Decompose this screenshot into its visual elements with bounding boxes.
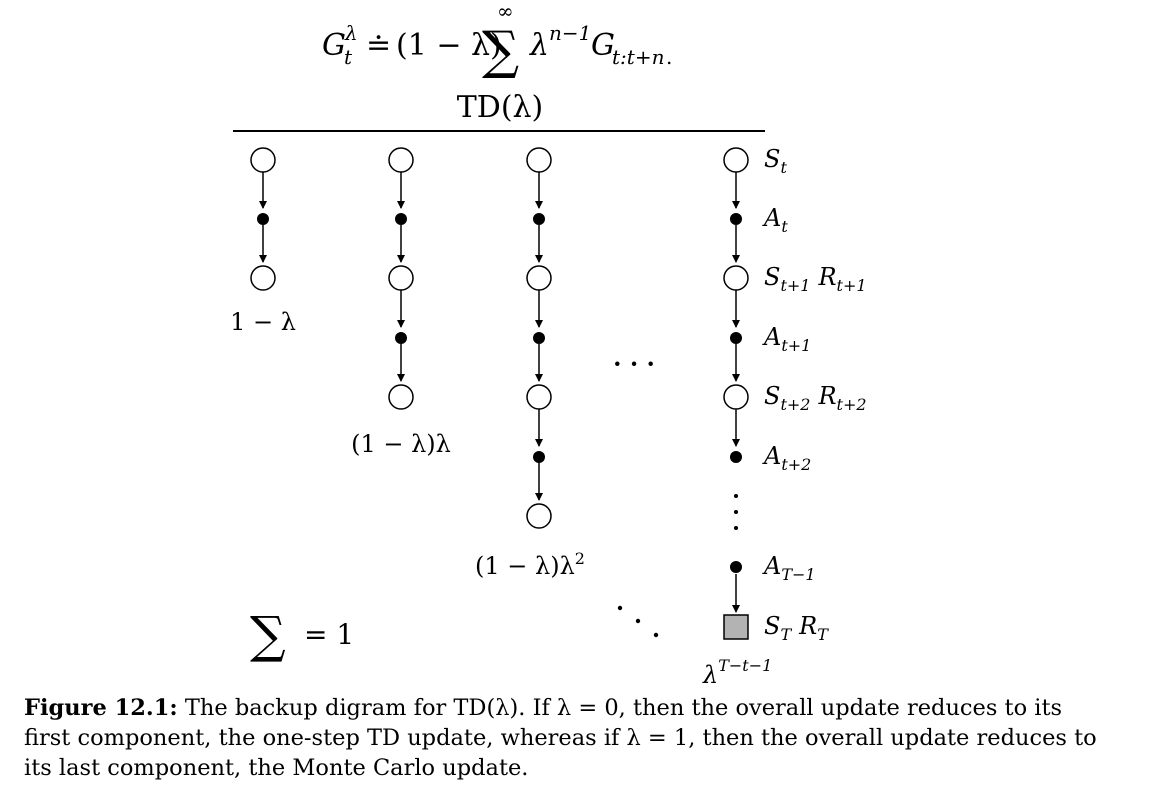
weight-1: 1 − λ bbox=[230, 308, 296, 336]
state-node bbox=[250, 265, 276, 291]
eq-sum-upper: ∞ bbox=[497, 0, 514, 23]
vertical-ellipsis-dot bbox=[734, 526, 738, 530]
terminal-state-node bbox=[723, 614, 749, 640]
diagram-heading: TD(λ) bbox=[457, 90, 543, 125]
eq-lhs-superscript: λ bbox=[344, 21, 358, 45]
figure-caption: Figure 12.1: The backup digram for TD(λ)… bbox=[24, 693, 1124, 783]
sum-equals-one: = 1 bbox=[304, 618, 354, 651]
vertical-ellipsis-dot bbox=[734, 494, 738, 498]
svg-text:St+2Rt+2: St+2Rt+2 bbox=[764, 382, 867, 414]
backup-column-monte-carlo bbox=[723, 147, 749, 640]
lambda-return-equation: G λ t ≐ (1 − λ) ∞ ∑ λ n−1 G t:t+n . bbox=[322, 0, 672, 81]
action-node bbox=[533, 451, 545, 463]
svg-text:At+2: At+2 bbox=[762, 442, 811, 474]
svg-text:At+1: At+1 bbox=[762, 323, 811, 355]
state-node bbox=[723, 147, 749, 173]
eq-term-exponent: n−1 bbox=[549, 21, 591, 45]
backup-column-2 bbox=[388, 147, 414, 410]
state-node bbox=[250, 147, 276, 173]
action-node bbox=[257, 213, 269, 225]
eq-lhs-subscript: t bbox=[344, 45, 353, 69]
weight-2: (1 − λ)λ bbox=[351, 430, 451, 458]
state-node bbox=[388, 265, 414, 291]
weight-3: (1 − λ)λ2 bbox=[475, 549, 585, 580]
eq-operator: ≐ bbox=[366, 28, 391, 63]
caption-line-1: Figure 12.1: The backup digram for TD(λ)… bbox=[24, 695, 1063, 721]
svg-text:St: St bbox=[764, 145, 787, 177]
weight-last: λT−t−1 bbox=[702, 656, 772, 689]
state-node bbox=[388, 384, 414, 410]
sum-sign: ∑ bbox=[250, 606, 286, 664]
weight-labels: 1 − λ (1 − λ)λ (1 − λ)λ2 λT−t−1 bbox=[230, 308, 772, 689]
caption-line-3: its last component, the Monte Carlo upda… bbox=[24, 755, 529, 781]
action-node bbox=[730, 451, 742, 463]
state-node bbox=[526, 384, 552, 410]
action-node bbox=[395, 332, 407, 344]
horizontal-ellipsis: · · · bbox=[613, 349, 655, 378]
eq-factor: (1 − λ) bbox=[396, 28, 502, 63]
action-node bbox=[730, 213, 742, 225]
action-node bbox=[395, 213, 407, 225]
svg-text:At: At bbox=[762, 204, 788, 236]
caption-line-2: first component, the one-step TD update,… bbox=[24, 725, 1097, 751]
state-node bbox=[526, 265, 552, 291]
backup-column-1 bbox=[250, 147, 276, 291]
svg-text:St+1Rt+1: St+1Rt+1 bbox=[764, 263, 867, 295]
eq-term-end: . bbox=[666, 45, 672, 69]
action-node bbox=[533, 332, 545, 344]
svg-text:AT−1: AT−1 bbox=[762, 552, 816, 584]
state-node bbox=[526, 503, 552, 529]
weights-sum-note: ∑ = 1 bbox=[250, 606, 354, 664]
backup-column-3 bbox=[526, 147, 552, 529]
state-node bbox=[388, 147, 414, 173]
state-node bbox=[526, 147, 552, 173]
state-node bbox=[723, 265, 749, 291]
caption-label: Figure 12.1: bbox=[24, 695, 178, 721]
action-node bbox=[533, 213, 545, 225]
eq-term-subscript: t:t+n bbox=[612, 45, 664, 69]
vertical-ellipsis-dot bbox=[734, 510, 738, 514]
eq-term-base: λ bbox=[529, 28, 549, 63]
eq-sum-sign: ∑ bbox=[482, 21, 519, 81]
eq-lhs-symbol: G bbox=[322, 28, 346, 63]
eq-term-G: G bbox=[591, 28, 615, 63]
state-node bbox=[723, 384, 749, 410]
action-node bbox=[730, 332, 742, 344]
diagonal-ellipsis bbox=[617, 605, 659, 638]
action-node bbox=[730, 561, 742, 573]
